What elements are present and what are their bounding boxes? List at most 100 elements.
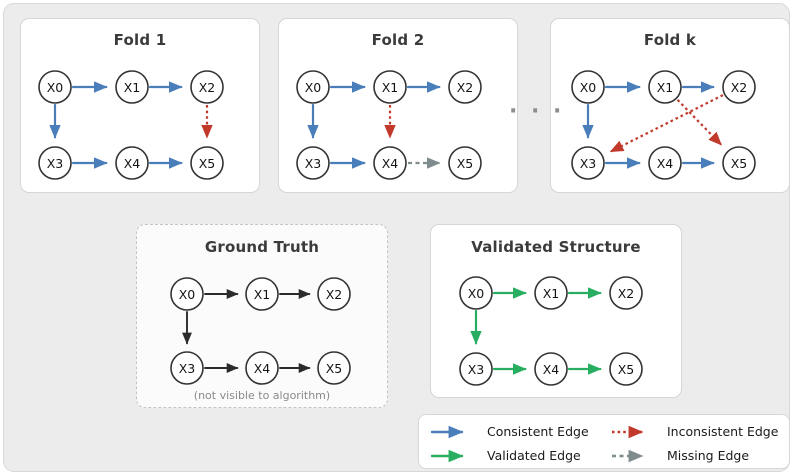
node-fold-2-X4[interactable]: X4 [373,146,407,180]
node-validated-structure-X3[interactable]: X3 [459,352,493,386]
node-circle [190,70,224,104]
node-fold-k-X1[interactable]: X1 [648,70,682,104]
node-fold-k-X2[interactable]: X2 [722,70,756,104]
node-label: X3 [47,156,64,171]
node-label: X0 [305,80,322,95]
node-fold-2-X2[interactable]: X2 [448,70,482,104]
node-label: X4 [254,361,271,376]
panel-title-fold-k: Fold k [643,31,697,49]
node-fold-1-X2[interactable]: X2 [190,70,224,104]
node-validated-structure-X2[interactable]: X2 [609,276,643,310]
node-circle [609,276,643,310]
edge-fold-k-X1-to-X5 [676,99,722,146]
node-label: X4 [382,156,399,171]
edge-layer [49,81,724,375]
node-fold-k-X5[interactable]: X5 [722,146,756,180]
panel-title-fold-2: Fold 2 [371,31,425,49]
node-circle [648,70,682,104]
node-validated-structure-X1[interactable]: X1 [534,276,568,310]
node-ground-truth-X5[interactable]: X5 [317,351,351,385]
node-label: X0 [468,286,485,301]
node-circle [571,70,605,104]
node-circle [296,70,330,104]
node-label: X1 [382,80,399,95]
node-circle [373,146,407,180]
node-circle [38,70,72,104]
node-label: X1 [657,80,674,95]
node-label: X2 [457,80,474,95]
node-label: X1 [254,287,271,302]
node-fold-1-X0[interactable]: X0 [38,70,72,104]
node-fold-2-X0[interactable]: X0 [296,70,330,104]
node-fold-1-X3[interactable]: X3 [38,146,72,180]
node-ground-truth-X1[interactable]: X1 [245,277,279,311]
node-label: X3 [305,156,322,171]
legend-label-inconsistent: Inconsistent Edge [667,424,779,439]
node-label: X2 [326,287,343,302]
node-circle [609,352,643,386]
edge-fold-k-X2-to-X3 [609,94,724,153]
node-label: X0 [580,80,597,95]
node-ground-truth-X2[interactable]: X2 [317,277,351,311]
node-circle [245,351,279,385]
node-circle [648,146,682,180]
node-label: X0 [47,80,64,95]
node-circle [170,351,204,385]
node-label: X5 [457,156,474,171]
node-fold-k-X0[interactable]: X0 [571,70,605,104]
node-label: X5 [731,156,748,171]
node-fold-1-X5[interactable]: X5 [190,146,224,180]
node-label: X3 [468,362,485,377]
node-circle [459,352,493,386]
node-fold-2-X5[interactable]: X5 [448,146,482,180]
legend-card [418,414,790,469]
node-ground-truth-X0[interactable]: X0 [170,277,204,311]
node-fold-k-X3[interactable]: X3 [571,146,605,180]
node-validated-structure-X0[interactable]: X0 [459,276,493,310]
node-circle [190,146,224,180]
node-fold-2-X1[interactable]: X1 [373,70,407,104]
legend-item-validated[interactable]: Validated Edge [478,448,581,463]
legend-label-validated: Validated Edge [487,448,581,463]
node-label: X5 [326,361,343,376]
node-label: X5 [618,362,635,377]
panel-title-ground-truth: Ground Truth [204,238,320,256]
node-circle [38,146,72,180]
node-circle [317,277,351,311]
node-label: X4 [124,156,141,171]
node-ground-truth-X3[interactable]: X3 [170,351,204,385]
legend-item-missing[interactable]: Missing Edge [658,448,749,463]
node-label: X4 [543,362,560,377]
legend-label-consistent: Consistent Edge [487,424,589,439]
node-circle [722,146,756,180]
legend-label-missing: Missing Edge [667,448,750,463]
node-label: X3 [580,156,597,171]
node-label: X5 [199,156,216,171]
node-circle [534,352,568,386]
node-circle [722,70,756,104]
node-circle [317,351,351,385]
node-label: X2 [199,80,216,95]
node-fold-1-X4[interactable]: X4 [115,146,149,180]
node-label: X0 [179,287,196,302]
node-fold-2-X3[interactable]: X3 [296,146,330,180]
node-validated-structure-X5[interactable]: X5 [609,352,643,386]
node-label: X1 [543,286,560,301]
node-circle [296,146,330,180]
node-validated-structure-X4[interactable]: X4 [534,352,568,386]
node-ground-truth-X4[interactable]: X4 [245,351,279,385]
node-circle [534,276,568,310]
panel-title-validated-structure: Validated Structure [471,238,641,256]
node-circle [448,146,482,180]
node-circle [373,70,407,104]
node-circle [571,146,605,180]
node-fold-1-X1[interactable]: X1 [115,70,149,104]
node-circle [448,70,482,104]
legend-item-inconsistent[interactable]: Inconsistent Edge [658,424,778,439]
ground-truth-caption: (not visible to algorithm) [193,389,331,402]
node-label: X3 [179,361,196,376]
node-fold-k-X4[interactable]: X4 [648,146,682,180]
legend-item-consistent[interactable]: Consistent Edge [478,424,589,439]
